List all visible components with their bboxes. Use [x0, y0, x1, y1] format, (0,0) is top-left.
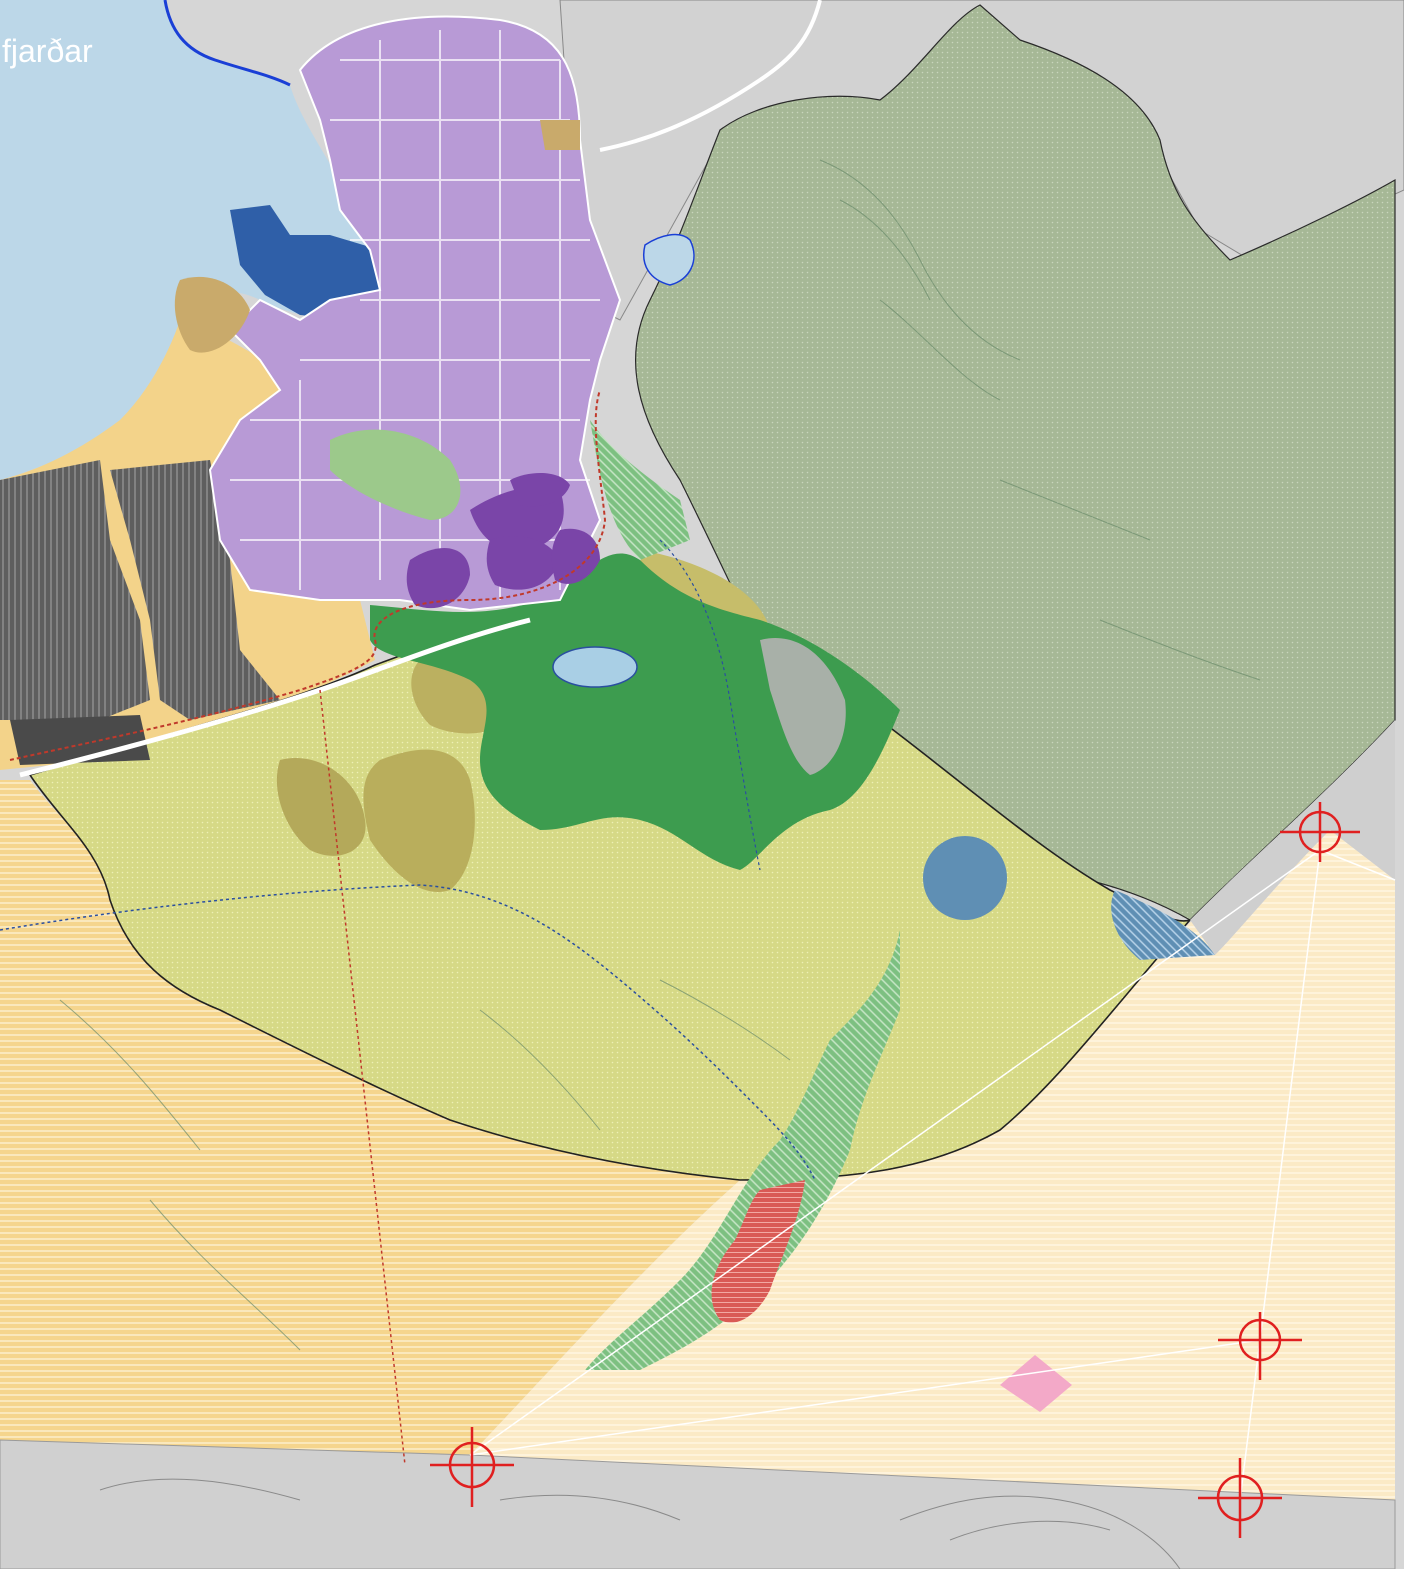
main-road-north	[599, 0, 822, 152]
residential-dark-central	[110, 460, 280, 720]
main-road	[19, 617, 531, 778]
forest-clearing	[760, 638, 846, 775]
purple-block-3[interactable]	[486, 536, 560, 590]
sea-area	[0, 0, 396, 480]
crosshair-icon[interactable]	[1218, 1312, 1302, 1380]
contour-lines	[59, 159, 1261, 1351]
municipal-border	[9, 389, 607, 761]
park-pond	[552, 646, 638, 688]
south-contours	[99, 1478, 1181, 1569]
purple-block-2[interactable]	[406, 548, 470, 609]
olive-patch-2	[276, 758, 366, 856]
tan-zone-north	[540, 120, 580, 150]
crosshair-icon[interactable]	[1280, 802, 1360, 862]
crosshair-icon[interactable]	[430, 1427, 514, 1507]
stream	[0, 884, 816, 1181]
green-park-town	[330, 429, 461, 520]
purple-block-4[interactable]	[551, 528, 600, 584]
grey-land-east	[1190, 720, 1395, 955]
road-south	[319, 689, 406, 1466]
harbor-area[interactable]	[230, 205, 390, 320]
grey-land-south	[0, 1439, 1396, 1569]
purple-block-5[interactable]	[510, 473, 570, 507]
yellow-hatched-zone	[0, 780, 740, 1455]
water-protection-zone-1[interactable]	[923, 836, 1007, 920]
crosshair-icon[interactable]	[1198, 1458, 1282, 1538]
water-label: fjarðar	[2, 33, 93, 69]
small-lake	[643, 233, 695, 286]
green-hatch-north	[590, 420, 690, 560]
residential-dark-west	[0, 460, 150, 720]
pink-zone[interactable]	[1000, 1355, 1072, 1412]
forest-park[interactable]	[370, 553, 900, 870]
power-line-4	[1319, 849, 1396, 881]
tan-zone-west	[174, 276, 250, 353]
residential-urban[interactable]	[208, 15, 622, 612]
red-zone[interactable]	[711, 1180, 805, 1323]
olive-patch-1	[363, 749, 475, 892]
power-line-1	[469, 849, 1321, 1456]
power-line-2	[469, 1339, 1261, 1456]
coastline	[163, 0, 291, 87]
